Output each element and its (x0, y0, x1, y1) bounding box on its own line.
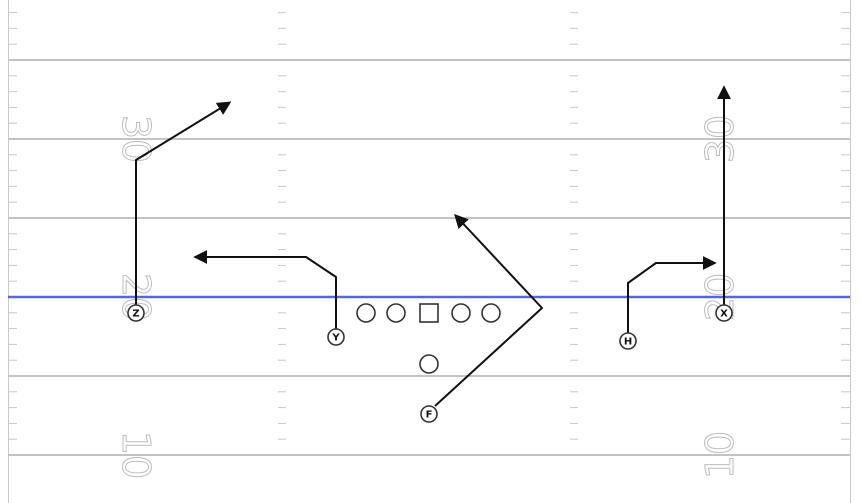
player-f: F (420, 405, 438, 423)
yard-number-left-30: 30 (114, 115, 158, 163)
player-z-label: Z (132, 309, 139, 320)
quarterback (419, 354, 439, 374)
lineman-left-tackle (356, 303, 376, 323)
yard-number-right-30: 30 (698, 115, 742, 163)
player-x-circle (715, 304, 733, 322)
lineman-right-tackle (481, 303, 501, 323)
player-x-label: X (720, 309, 728, 320)
player-f-circle (420, 405, 438, 423)
yard-lines (8, 59, 850, 456)
player-f-label: F (426, 410, 433, 421)
player-y: Y (327, 328, 345, 346)
player-z: Z (127, 304, 145, 322)
lineman-right-guard (451, 303, 471, 323)
yard-number-left-10: 10 (114, 431, 158, 479)
offensive-line (356, 303, 501, 374)
routes (135, 85, 731, 407)
route-h (627, 256, 717, 333)
player-z-circle (127, 304, 145, 322)
player-h-circle (619, 332, 637, 350)
players: Z Y F H X (127, 304, 733, 423)
lineman-left-guard (386, 303, 406, 323)
player-y-label: Y (331, 333, 340, 344)
yard-number-right-10: 10 (698, 431, 742, 479)
route-z (135, 101, 232, 305)
player-h: H (619, 332, 637, 350)
player-h-label: H (624, 337, 632, 348)
route-f (434, 213, 543, 407)
route-y (193, 250, 337, 329)
center-square (419, 303, 439, 323)
player-y-circle (327, 328, 345, 346)
player-x: X (715, 304, 733, 322)
hash-marks (8, 12, 850, 440)
